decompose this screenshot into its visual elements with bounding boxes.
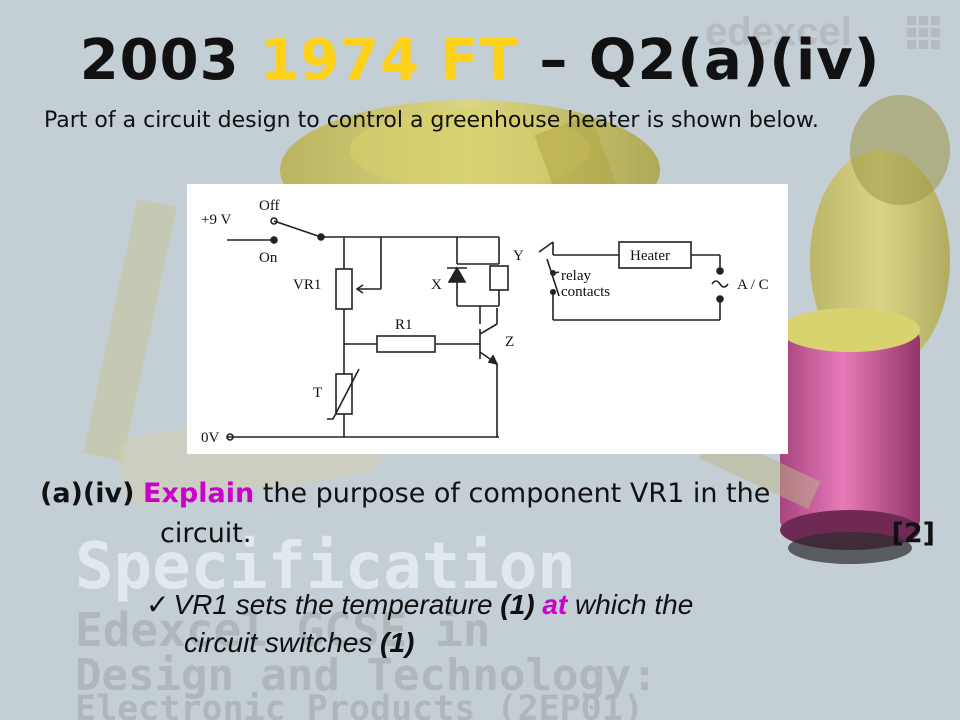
label-contacts: contacts	[561, 284, 610, 300]
label-heater: Heater	[630, 248, 670, 264]
label-off: Off	[259, 198, 280, 214]
circuit-diagram: +9 V Off On VR1 X Y R1 Z T 0V Heater rel…	[187, 184, 788, 454]
watermark-line-3: Design and Technology:	[75, 650, 658, 701]
question-text-line-2: circuit.	[160, 518, 252, 549]
intro-text: Part of a circuit design to control a gr…	[44, 108, 819, 133]
answer-keyword: at	[542, 589, 568, 620]
watermark-line-2: Edexcel GCSE in	[75, 603, 490, 657]
question-line-1: (a)(iv) Explain the purpose of component…	[40, 474, 935, 514]
label-r1: R1	[395, 317, 413, 333]
answer-text: ✓VR1 sets the temperature (1) at which t…	[146, 586, 926, 662]
command-word: Explain	[143, 478, 255, 509]
answer-mark-2: (1)	[380, 627, 415, 658]
answer-part-1: VR1 sets the temperature	[173, 589, 501, 620]
question-text-line-1: the purpose of component VR1 in the	[254, 478, 771, 509]
title-question-ref: – Q2(a)(iv)	[539, 28, 881, 93]
tick-icon: ✓	[146, 589, 170, 620]
edexcel-logo: edexcel	[705, 10, 852, 54]
label-t: T	[313, 385, 322, 401]
question-text: (a)(iv) Explain the purpose of component…	[40, 474, 935, 554]
label-vr1: VR1	[293, 277, 321, 293]
answer-line-2: circuit switches (1)	[146, 624, 926, 662]
label-ac: A / C	[737, 277, 769, 293]
question-marks: [2]	[891, 518, 935, 549]
watermark-line-1: Specification	[75, 530, 576, 604]
answer-mark-1: (1)	[500, 589, 535, 620]
title-original-year: 1974 FT	[260, 28, 519, 93]
slide-title: 2003 1974 FT – Q2(a)(iv)	[0, 28, 960, 93]
label-y: Y	[513, 248, 524, 264]
label-supply: +9 V	[201, 212, 231, 228]
label-on: On	[259, 250, 278, 266]
label-x: X	[431, 277, 442, 293]
label-zero-volts: 0V	[201, 430, 220, 446]
title-year: 2003	[79, 28, 240, 93]
answer-part-3: circuit switches	[184, 627, 381, 658]
question-line-2: circuit. [2]	[40, 514, 935, 554]
question-number: (a)(iv)	[40, 478, 135, 509]
label-z: Z	[505, 334, 514, 350]
watermark-line-4: Electronic Products (2EP01)	[75, 689, 644, 720]
answer-part-2: which the	[567, 589, 694, 620]
label-relay: relay	[561, 268, 591, 284]
circuit-svg: +9 V Off On VR1 X Y R1 Z T 0V Heater rel…	[201, 198, 769, 446]
answer-line-1: ✓VR1 sets the temperature (1) at which t…	[146, 586, 926, 624]
